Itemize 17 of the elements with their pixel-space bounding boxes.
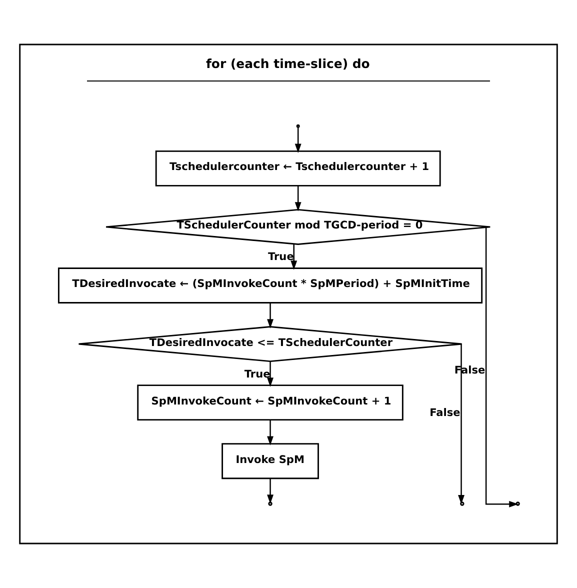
arrow: [458, 344, 464, 504]
node-box: Invoke SpM: [222, 443, 319, 480]
arrow: [267, 478, 274, 504]
node-box: TDesiredInvocate ← (SpMInvokeCount * SpMPeriod) + SpMInitTime: [58, 268, 483, 304]
arrow: [485, 226, 518, 508]
edge-label: True: [268, 251, 294, 264]
arrow: [294, 127, 302, 154]
node-box: Tschedulercounter ← Tschedulercounter + 1: [155, 150, 441, 186]
arrow: [294, 186, 302, 212]
arrow: [267, 420, 274, 446]
arrow: [267, 303, 274, 328]
node-box: SpMInvokeCount ← SpMInvokeCount + 1: [137, 384, 404, 421]
arrow: [290, 244, 298, 270]
node-diamond: TDesiredInvocate <= TSchedulerCounter: [78, 326, 463, 362]
node-diamond: TSchedulerCounter mod TGCD-period = 0: [105, 208, 491, 245]
arrow: [267, 362, 274, 387]
edge-label: False: [430, 406, 460, 419]
